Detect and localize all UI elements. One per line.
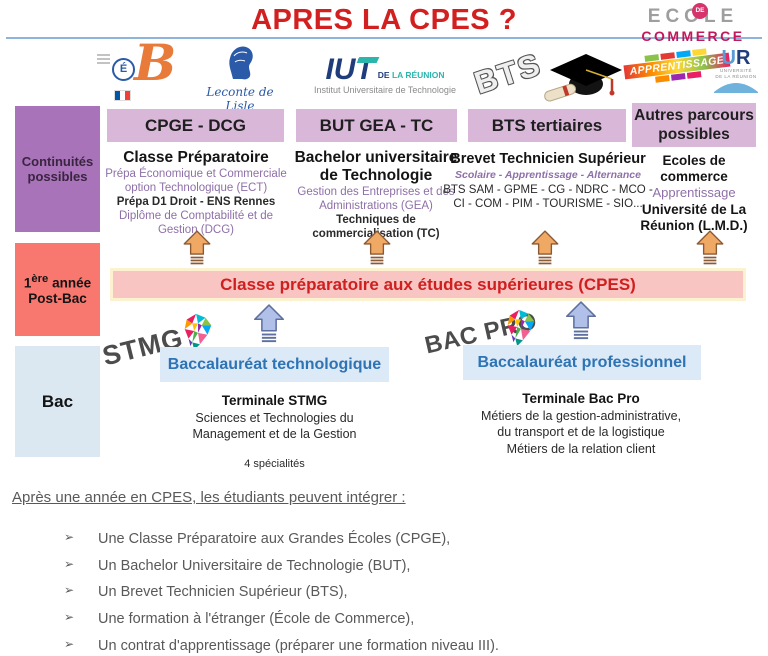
up-arrow-icon-stmg bbox=[253, 304, 285, 343]
column-body-autres: Ecoles de commerce Apprentissage Univers… bbox=[628, 153, 760, 235]
ur-monogram: UR bbox=[721, 47, 751, 69]
arrow-bullet-icon: ➢ bbox=[64, 556, 75, 571]
ur-wave-icon bbox=[714, 82, 758, 93]
bts-line-modalites: Scolaire - Apprentissage - Alternance bbox=[455, 168, 641, 181]
list-item: ➢ Une Classe Préparatoire aux Grandes Éc… bbox=[64, 530, 724, 548]
bts-outline-text: BTS bbox=[470, 46, 546, 101]
terminale-bacpro-line3: Métiers de la relation client bbox=[506, 441, 656, 456]
bac-professionnel-box: Baccalauréat professionnel bbox=[463, 345, 701, 380]
universite-reunion-logo: UR UNIVERSITÉ DE LA RÉUNION bbox=[712, 48, 760, 98]
list-item: ➢ Un contrat d'apprentissage (préparer u… bbox=[64, 636, 724, 655]
terminale-stmg-line2: Management et de la Gestion bbox=[192, 427, 357, 442]
title-divider bbox=[6, 37, 762, 39]
terminale-bacpro-line2: du transport et de la logistique bbox=[497, 425, 665, 440]
lycee-leconte-de-lisle-logo: Leconte de Lisle bbox=[192, 42, 288, 119]
bullet-text: Un contrat d'apprentissage (préparer une… bbox=[98, 637, 499, 654]
brand-ecole-text: ECOLE DE bbox=[630, 3, 756, 28]
up-arrow-icon-col3 bbox=[531, 230, 559, 265]
iut-reunion-logo: IUT DE LA RÉUNION Institut Universitaire… bbox=[300, 55, 470, 96]
bullet-text: Un Brevet Technicien Supérieur (BTS), bbox=[98, 584, 348, 601]
bts-logo: BTS bbox=[468, 42, 633, 104]
stmg-gem-icon bbox=[184, 313, 212, 350]
terminale-stmg-title: Terminale STMG bbox=[221, 393, 328, 408]
iut-subtitle: Institut Universitaire de Technologie bbox=[314, 85, 456, 95]
cpge-line-ect: Prépa Économique et Commerciale option T… bbox=[105, 167, 287, 194]
up-arrow-icon-col1 bbox=[183, 230, 211, 265]
row-label-continuites: Continuités possibles bbox=[15, 106, 100, 232]
but-line-gea: Gestion des Entreprises et des Administr… bbox=[297, 185, 455, 212]
column-header-autres-parcours: Autres parcours possibles bbox=[632, 103, 756, 147]
up-arrow-icon-bacpro bbox=[565, 301, 597, 340]
brand-commerce-text: COMMERCE bbox=[641, 28, 745, 44]
column-header-cpge-dcg: CPGE - DCG bbox=[107, 109, 284, 142]
autres-line-universite: Université de La Réunion (L.M.D.) bbox=[640, 202, 748, 234]
column-header-bts-tertiaires: BTS tertiaires bbox=[468, 109, 626, 142]
brand-de-badge: DE bbox=[692, 3, 708, 19]
autres-line-apprentissage: Apprentissage bbox=[652, 185, 736, 201]
terminale-stmg-line1: Sciences et Technologies du bbox=[195, 410, 354, 425]
autres-line-ecoles: Ecoles de commerce bbox=[660, 153, 728, 185]
terminale-bacpro-line1: Métiers de la gestion-administrative, bbox=[480, 408, 682, 423]
leconte-portrait-icon bbox=[229, 46, 253, 80]
list-item: ➢ Une formation à l'étranger (École de C… bbox=[64, 610, 724, 628]
bacpro-gem-icon bbox=[507, 309, 535, 346]
bts-line-filieres: BTS SAM - GPME - CG - NDRC - MCO - CI - … bbox=[443, 183, 653, 211]
terminale-bacpro-block: Terminale Bac Pro Métiers de la gestion-… bbox=[452, 390, 710, 457]
terminale-bacpro-title: Terminale Bac Pro bbox=[522, 391, 640, 406]
arrow-bullet-icon: ➢ bbox=[64, 530, 75, 544]
footer-intro: Après une année en CPES, les étudiants p… bbox=[12, 489, 406, 506]
cpes-banner: Classe préparatoire aux études supérieur… bbox=[110, 268, 746, 301]
arrow-bullet-icon: ➢ bbox=[64, 583, 75, 598]
column-body-bts: Brevet Technicien Supérieur Scolaire - A… bbox=[440, 151, 656, 212]
terminale-stmg-note: 4 spécialités bbox=[244, 457, 305, 470]
bac-technologique-box: Baccalauréat technologique bbox=[160, 347, 389, 382]
row-label-bac: Bac bbox=[15, 346, 100, 457]
ur-caption: UNIVERSITÉ DE LA RÉUNION bbox=[715, 68, 757, 79]
column-header-but-gea-tc: BUT GEA - TC bbox=[296, 109, 457, 142]
cpge-line-d1: Prépa D1 Droit - ENS Rennes bbox=[116, 195, 276, 208]
page-title: APRES LA CPES ? bbox=[251, 4, 517, 36]
but-title: Bachelor universitaire de Technologie bbox=[294, 149, 458, 184]
iut-region-text: DE LA RÉUNION bbox=[377, 69, 445, 80]
up-arrow-icon-col2 bbox=[363, 230, 391, 265]
french-flag-icon bbox=[114, 90, 131, 101]
arrow-bullet-icon: ➢ bbox=[64, 610, 75, 625]
cpge-line-dcg: Diplôme de Comptabilité et de Gestion (D… bbox=[118, 210, 274, 237]
bullet-text: Une Classe Préparatoire aux Grandes Écol… bbox=[98, 531, 451, 547]
bellepierre-b-monogram: B bbox=[134, 33, 177, 92]
column-body-but: Bachelor universitaire de Technologie Ge… bbox=[290, 149, 462, 241]
column-body-cpge: Classe Préparatoire Prépa Économique et … bbox=[100, 149, 292, 237]
bullet-text: Un Bachelor Universitaire de Technologie… bbox=[98, 557, 411, 574]
bts-title: Brevet Technicien Supérieur bbox=[450, 151, 646, 167]
terminale-stmg-block: Terminale STMG Sciences et Technologies … bbox=[158, 392, 391, 470]
bellepierre-e-badge-icon: É bbox=[112, 58, 135, 81]
iut-acronym: IUT bbox=[325, 55, 380, 85]
cpge-title: Classe Préparatoire bbox=[123, 149, 269, 166]
bellepierre-smalltext-bars bbox=[97, 52, 110, 66]
arrow-bullet-icon: ➢ bbox=[64, 636, 75, 651]
graduation-cap-icon bbox=[544, 54, 622, 102]
bullet-text: Une formation à l'étranger (École de Com… bbox=[98, 611, 415, 628]
list-item: ➢ Un Brevet Technicien Supérieur (BTS), bbox=[64, 584, 724, 601]
up-arrow-icon-col4 bbox=[696, 230, 724, 265]
iut-teal-bar-icon bbox=[356, 57, 380, 63]
footer-bullet-list: ➢ Une Classe Préparatoire aux Grandes Éc… bbox=[64, 530, 724, 656]
ecole-de-commerce-logo: ECOLE DE COMMERCE bbox=[630, 3, 756, 44]
list-item: ➢ Un Bachelor Universitaire de Technolog… bbox=[64, 556, 724, 575]
